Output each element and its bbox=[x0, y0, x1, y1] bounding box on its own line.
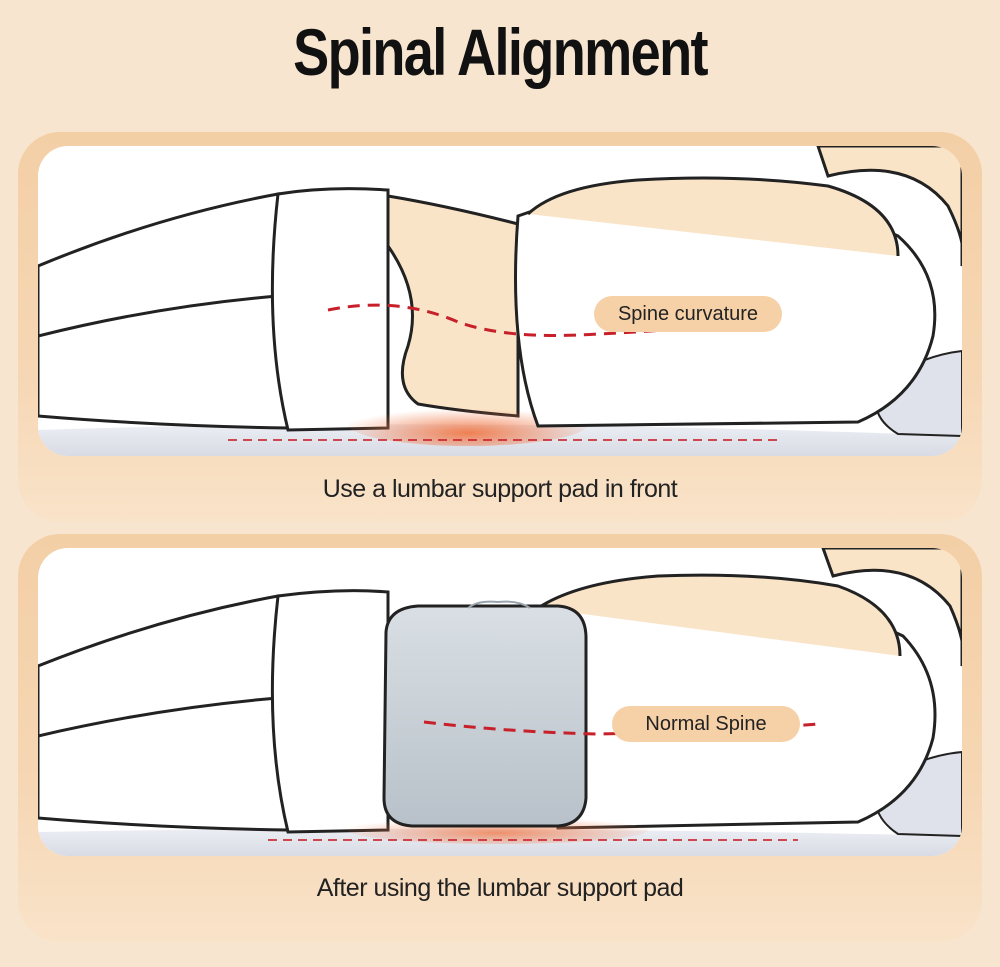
arm bbox=[526, 176, 900, 257]
head bbox=[821, 548, 962, 666]
sleeper-illustration-aligned bbox=[38, 548, 962, 856]
panel-without-pad: Spine curvature Use a lumbar support pad… bbox=[18, 132, 982, 522]
pressure-glow bbox=[348, 402, 588, 446]
waist bbox=[386, 194, 520, 418]
panel-with-pad: Normal Spine After using the lumbar supp… bbox=[18, 534, 982, 942]
head bbox=[816, 146, 962, 266]
spine-curve-line bbox=[327, 303, 779, 337]
hip bbox=[270, 589, 390, 834]
scene-with-pad: Normal Spine bbox=[38, 548, 962, 856]
spine-curvature-label: Spine curvature bbox=[594, 296, 782, 332]
caption-without-pad: Use a lumbar support pad in front bbox=[322, 475, 678, 503]
page-title: Spinal Alignment bbox=[293, 15, 708, 89]
arm bbox=[537, 573, 902, 657]
sleeper-illustration-curved bbox=[38, 146, 962, 456]
scene-without-pad: Spine curvature bbox=[38, 146, 962, 456]
caption-with-pad: After using the lumbar support pad bbox=[316, 874, 684, 902]
lumbar-support-pad bbox=[382, 604, 588, 828]
normal-spine-label: Normal Spine bbox=[612, 706, 800, 742]
